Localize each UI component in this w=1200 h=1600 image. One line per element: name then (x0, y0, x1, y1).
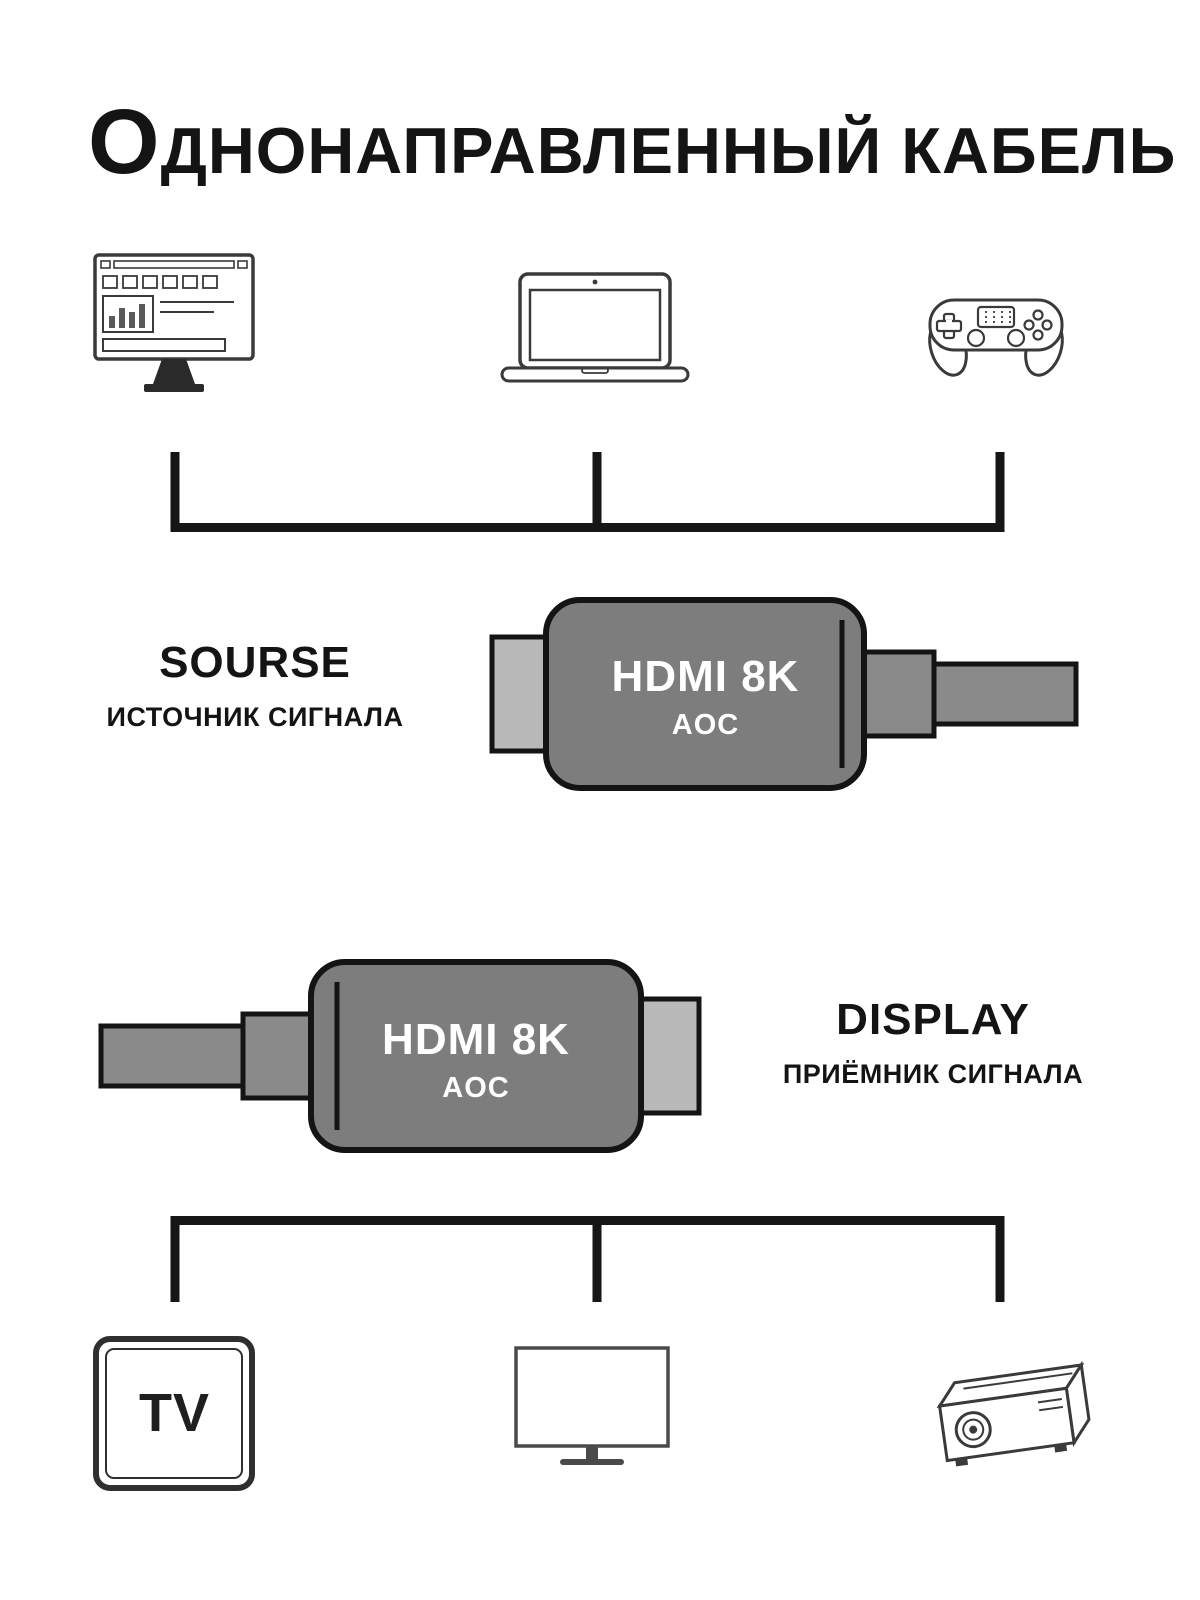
page-title-rest: ДНОНАПРАВЛЕННЫЙ КАБЕЛЬ (160, 114, 1177, 187)
cable-cord (98, 1023, 246, 1089)
connector-body (308, 959, 644, 1153)
desktop-computer-icon (92, 252, 262, 404)
projector-icon (918, 1348, 1098, 1488)
source-label: SOURSE ИСТОЧНИК СИГНАЛА (70, 638, 440, 733)
source-bracket (0, 450, 1200, 540)
hdmi-plug (638, 996, 702, 1116)
monitor-icon (512, 1346, 677, 1476)
strain-relief (240, 1011, 316, 1101)
display-label-en: DISPLAY (836, 995, 1030, 1044)
connector-body (543, 597, 867, 791)
laptop-icon (498, 272, 693, 392)
source-label-en: SOURSE (159, 638, 351, 687)
hdmi-connector-display (95, 948, 707, 1160)
hdmi-plug (489, 634, 553, 754)
display-bracket (0, 1210, 1200, 1305)
source-label-ru: ИСТОЧНИК СИГНАЛА (106, 702, 404, 732)
display-label-ru: ПРИЁМНИК СИГНАЛА (782, 1059, 1084, 1089)
tv-icon (92, 1335, 257, 1493)
tv-label: TV (138, 1383, 210, 1443)
cable-cord (931, 661, 1079, 727)
page-title-initial: О (88, 91, 161, 193)
strain-relief (861, 649, 937, 739)
game-controller-icon (912, 278, 1080, 390)
hdmi-connector-source (480, 588, 1080, 800)
display-label: DISPLAY ПРИЁМНИК СИГНАЛА (768, 995, 1098, 1090)
